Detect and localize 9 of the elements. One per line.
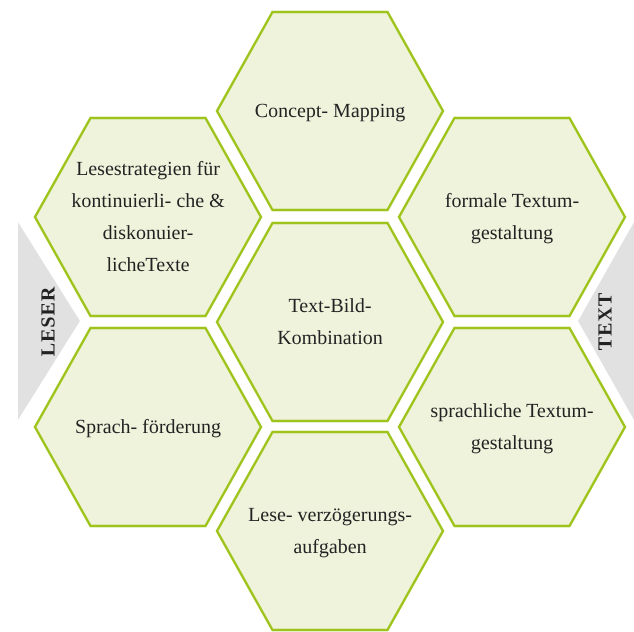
hexagon-label: formale Textum- gestaltung: [444, 189, 580, 246]
hexagon-label: Text-Bild- Kombination: [276, 294, 384, 351]
side-label: LESER: [38, 286, 60, 356]
hexagon-label: Concept- Mapping: [254, 99, 406, 124]
hexagon-label: Sprach- förderung: [74, 415, 222, 440]
hexagon-label: Lese- verzögerungs- aufgaben: [247, 503, 413, 560]
hexagon-label: Lesestrategien für kontinuierli- che & diskonuier- licheTexte: [70, 157, 226, 278]
side-label: TEXT: [594, 292, 618, 350]
hexagon-label: sprachliche Textum- gestaltung: [429, 399, 595, 456]
